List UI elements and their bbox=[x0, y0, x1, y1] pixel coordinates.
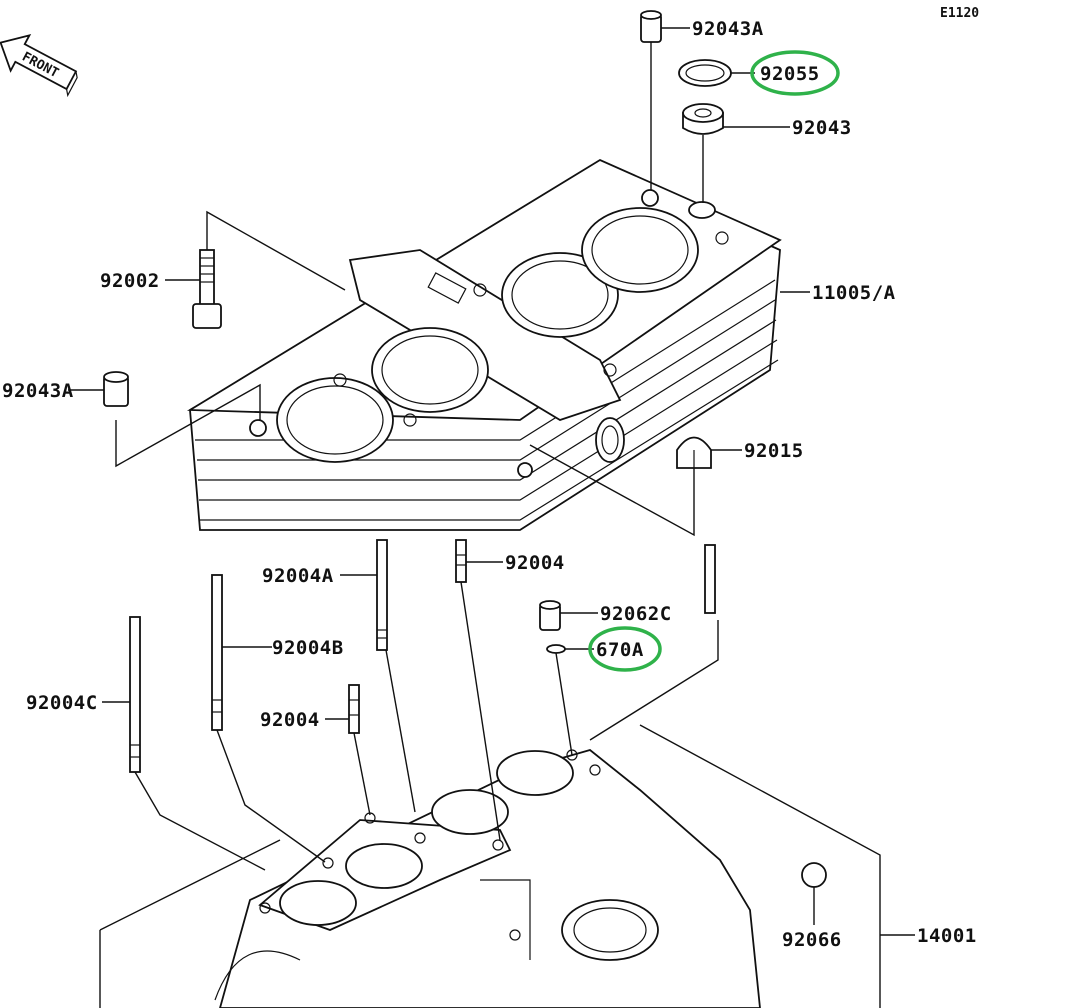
stud-92004-top-icon bbox=[455, 539, 467, 583]
part-label-92004B[interactable]: 92004B bbox=[272, 637, 344, 659]
part-label-92043[interactable]: 92043 bbox=[792, 117, 852, 139]
collar-92062C-icon bbox=[539, 600, 561, 631]
part-label-92004A[interactable]: 92004A bbox=[262, 565, 334, 587]
leader-lines bbox=[68, 27, 915, 1008]
cap-nut-92015-icon bbox=[676, 436, 712, 469]
cylinder-block-drawing bbox=[186, 158, 782, 531]
crankcase-drawing bbox=[214, 749, 761, 1008]
part-label-92062C[interactable]: 92062C bbox=[600, 603, 672, 625]
part-label-92002[interactable]: 92002 bbox=[100, 270, 160, 292]
highlight-circle-92055 bbox=[750, 50, 840, 96]
dowel-pin-top-icon bbox=[640, 10, 662, 43]
part-label-11005A[interactable]: 11005/A bbox=[812, 282, 896, 304]
part-label-92004-top[interactable]: 92004 bbox=[505, 552, 565, 574]
stud-92004C-icon bbox=[129, 616, 141, 773]
stud-92004A-icon bbox=[376, 539, 388, 651]
o-ring-92055-icon bbox=[678, 59, 732, 87]
part-label-92015[interactable]: 92015 bbox=[744, 440, 804, 462]
dowel-pin-left-icon bbox=[103, 371, 129, 407]
plug-92066-icon bbox=[801, 862, 827, 888]
part-label-92004C[interactable]: 92004C bbox=[26, 692, 98, 714]
part-label-92043A-left[interactable]: 92043A bbox=[2, 380, 74, 402]
part-label-670A[interactable]: 670A bbox=[596, 639, 644, 661]
part-label-92066[interactable]: 92066 bbox=[782, 929, 842, 951]
collar-92043-icon bbox=[682, 103, 724, 135]
part-label-92004-short[interactable]: 92004 bbox=[260, 709, 320, 731]
part-label-92055[interactable]: 92055 bbox=[760, 63, 820, 85]
bolt-92002-icon bbox=[192, 249, 222, 329]
stud-92004-short-icon bbox=[348, 684, 360, 734]
diagram-code: E1120 bbox=[940, 6, 979, 21]
highlight-circle-670A bbox=[588, 626, 662, 672]
part-label-14001[interactable]: 14001 bbox=[917, 925, 977, 947]
stud-92004B-icon bbox=[211, 574, 223, 731]
o-ring-670A-icon bbox=[546, 644, 566, 654]
front-arrow-icon: FRONT bbox=[0, 33, 78, 98]
stud-right-icon bbox=[704, 544, 716, 614]
part-label-92043A-top[interactable]: 92043A bbox=[692, 18, 764, 40]
